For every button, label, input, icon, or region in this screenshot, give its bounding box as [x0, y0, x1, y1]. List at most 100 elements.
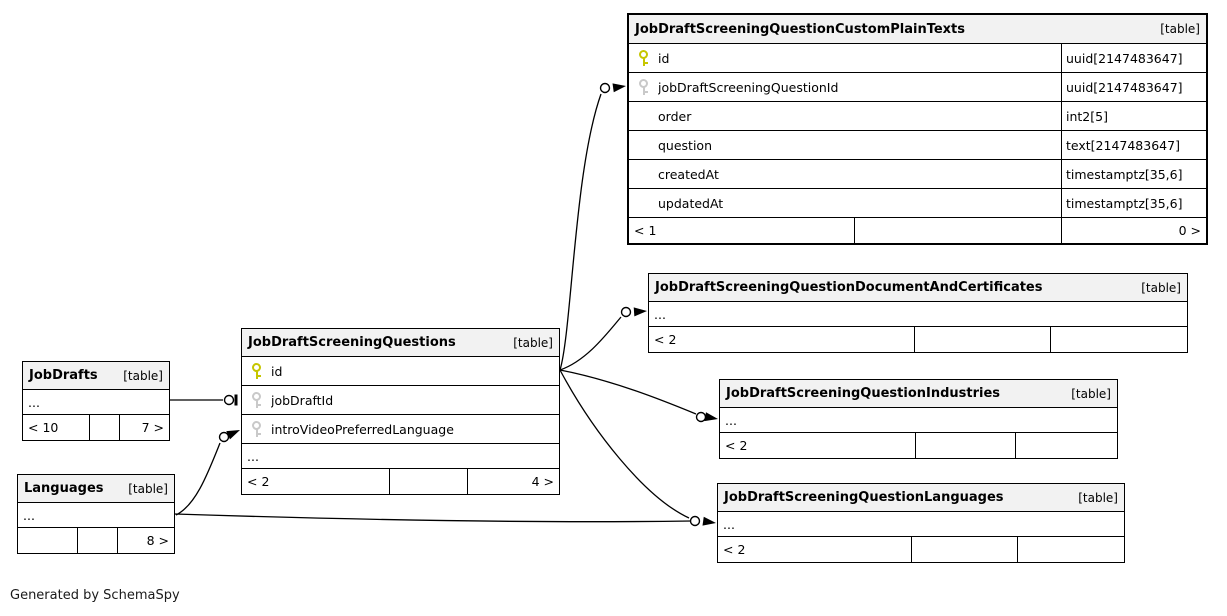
relationship-sq-to-industries — [559, 369, 718, 423]
column-type: timestamptz[35,6] — [1061, 160, 1206, 188]
column-name: id — [271, 363, 283, 379]
footer-spacer — [916, 433, 1016, 458]
footer-children-count: < 2 — [649, 327, 915, 352]
foreign-key-icon-cell — [249, 421, 264, 437]
table-tag: [table] — [123, 368, 163, 383]
hidden-columns-ellipsis-row: ... — [649, 302, 1187, 327]
column-rows: id jobDraftId introVideoPreferredLanguage.… — [242, 357, 559, 469]
column-name: createdAt — [658, 166, 719, 182]
footer-spacer — [390, 469, 468, 494]
table-footer: < 2 — [649, 327, 1187, 352]
table-header: JobDrafts [table] — [23, 362, 169, 390]
table-title[interactable]: JobDraftScreeningQuestionLanguages — [724, 490, 1004, 505]
footer-spacer — [912, 537, 1018, 562]
column-rows: ... — [720, 408, 1117, 433]
footer-parents-count: 8 > — [146, 533, 169, 548]
column-type: timestamptz[35,6] — [1061, 189, 1206, 217]
column-name: introVideoPreferredLanguage — [271, 421, 454, 437]
primary-key-icon — [639, 50, 648, 66]
relationship-jobdrafts-to-jobdraftid — [170, 394, 238, 406]
column-row: createdAt timestamptz[35,6] — [629, 160, 1206, 189]
footer-children-count: < 2 — [242, 469, 391, 494]
foreign-key-icon — [639, 79, 648, 95]
table-jobdraftscreeningquestionlanguages: JobDraftScreeningQuestionLanguages [tabl… — [717, 483, 1125, 563]
generated-by-caption: Generated by SchemaSpy — [10, 588, 180, 603]
table-title[interactable]: JobDraftScreeningQuestionIndustries — [726, 386, 1001, 401]
column-rows: ... — [23, 390, 169, 415]
table-tag: [table] — [1160, 22, 1200, 36]
relationship-languages-to-introvideo — [175, 430, 240, 516]
column-row: jobDraftId — [242, 386, 559, 415]
table-jobdraftscreeningquestioncustomplaintexts: JobDraftScreeningQuestionCustomPlainText… — [627, 13, 1208, 245]
footer-children-count: < 2 — [718, 537, 913, 562]
table-header: Languages [table] — [18, 475, 174, 503]
column-name: jobDraftId — [271, 392, 334, 408]
table-footer: < 2 — [720, 433, 1117, 458]
hidden-columns-ellipsis-row: ... — [23, 390, 169, 415]
footer-parents-count — [1018, 537, 1124, 562]
table-tag: [table] — [1078, 490, 1118, 505]
table-footer: < 2 — [718, 537, 1124, 562]
column-row: id uuid[2147483647] — [629, 44, 1206, 73]
foreign-key-icon — [252, 392, 261, 408]
column-name: id — [658, 50, 670, 66]
foreign-key-icon-cell — [249, 392, 264, 408]
primary-key-icon — [252, 363, 261, 379]
footer-parents-count — [1016, 433, 1118, 458]
column-rows: ... — [649, 302, 1187, 327]
table-jobdraftscreeningquestionindustries: JobDraftScreeningQuestionIndustries [tab… — [719, 379, 1118, 459]
table-footer: < 10 7 > — [23, 415, 169, 440]
column-name: question — [658, 137, 713, 153]
hidden-columns-ellipsis-row: ... — [718, 512, 1124, 537]
column-type: uuid[2147483647] — [1061, 44, 1206, 72]
table-jobdrafts: JobDrafts [table] ... < 10 7 > — [22, 361, 170, 441]
footer-children-count: < 10 — [23, 415, 91, 440]
footer-children-count — [18, 528, 79, 553]
hidden-columns-ellipsis-row: ... — [720, 408, 1117, 433]
footer-spacer — [915, 327, 1052, 352]
table-title[interactable]: JobDraftScreeningQuestionCustomPlainText… — [635, 21, 966, 37]
table-jobdraftscreeningquestiondocumentandcertificates: JobDraftScreeningQuestionDocumentAndCert… — [648, 273, 1188, 353]
table-tag: [table] — [1141, 280, 1181, 295]
relationship-sq-to-customplaintexts — [559, 82, 626, 371]
table-footer: 8 > — [18, 528, 174, 553]
table-title[interactable]: JobDraftScreeningQuestions — [248, 335, 456, 350]
table-title[interactable]: Languages — [24, 481, 104, 496]
footer-spacer — [78, 528, 118, 553]
footer-spacer — [855, 218, 1062, 243]
table-jobdraftscreeningquestions: JobDraftScreeningQuestions [table] id job… — [241, 328, 560, 495]
column-rows: ... — [718, 512, 1124, 537]
footer-children-count: < 2 — [720, 433, 916, 458]
column-name: updatedAt — [658, 195, 724, 211]
table-footer: < 1 0 > — [629, 218, 1206, 243]
footer-parents-count: 0 > — [1178, 223, 1201, 238]
relationship-sq-to-documents — [559, 306, 647, 371]
primary-key-icon-cell — [249, 363, 264, 379]
table-title[interactable]: JobDrafts — [29, 368, 98, 383]
relationship-languages-to-sqlanguages — [174, 513, 692, 523]
table-title[interactable]: JobDraftScreeningQuestionDocumentAndCert… — [655, 280, 1043, 295]
table-header: JobDraftScreeningQuestionLanguages [tabl… — [718, 484, 1124, 512]
table-header: JobDraftScreeningQuestionDocumentAndCert… — [649, 274, 1187, 302]
footer-parents-count: 4 > — [531, 474, 554, 489]
hidden-columns-ellipsis-row: ... — [242, 444, 559, 469]
table-tag: [table] — [128, 481, 168, 496]
table-footer: < 2 4 > — [242, 469, 559, 494]
column-row: id — [242, 357, 559, 386]
column-name: jobDraftScreeningQuestionId — [658, 79, 839, 95]
table-languages: Languages [table] ... 8 > — [17, 474, 175, 554]
footer-spacer — [90, 415, 120, 440]
footer-parents-count: 7 > — [141, 420, 164, 435]
table-tag: [table] — [1071, 386, 1111, 401]
column-type: int2[5] — [1061, 102, 1206, 130]
relationship-sq-to-sqlanguages — [559, 369, 716, 527]
footer-children-count: < 1 — [629, 218, 856, 243]
table-tag: [table] — [513, 335, 553, 350]
footer-parents-count — [1051, 327, 1187, 352]
column-row: introVideoPreferredLanguage — [242, 415, 559, 444]
